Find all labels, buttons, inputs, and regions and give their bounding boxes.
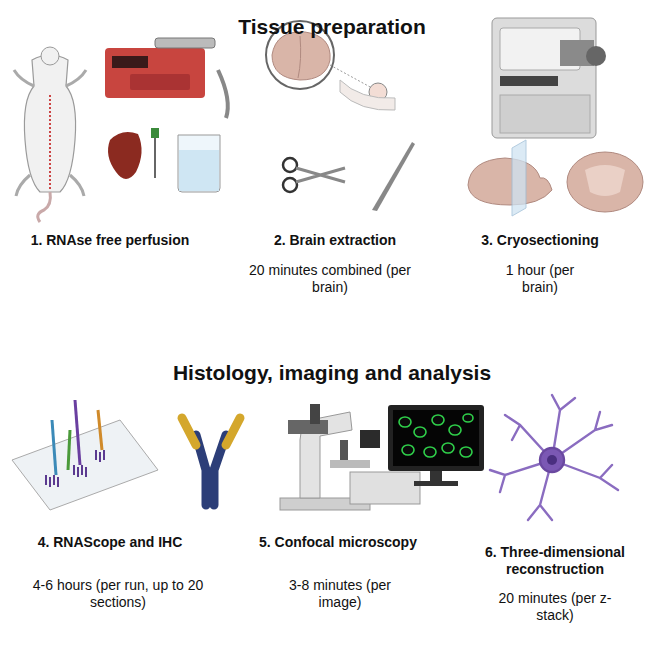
step-label: 3. Cryosectioning (481, 232, 598, 249)
section-heading: Histology, imaging and analysis (173, 360, 491, 385)
step-label: 6. Three-dimensional reconstruction (468, 544, 643, 578)
neuron (490, 395, 618, 520)
monitor (388, 405, 484, 486)
beaker (178, 135, 220, 192)
section-heading: Tissue preparation (238, 14, 426, 39)
rnascope-slide (12, 400, 158, 510)
antibody (182, 418, 240, 505)
brain-sections (468, 140, 643, 216)
controller-box (350, 472, 420, 504)
duration-note: 20 minutes combined (per brain) (248, 262, 413, 296)
duration-note: 4-6 hours (per run, up to 20 sections) (13, 577, 223, 611)
syringe-pump (105, 38, 215, 98)
step-label: 2. Brain extraction (274, 232, 396, 249)
forceps (372, 142, 415, 211)
scissors (283, 158, 345, 192)
duration-note: 3-8 minutes (per image) (285, 577, 395, 611)
cryostat (492, 18, 606, 138)
step-label: 4. RNAScope and IHC (38, 534, 183, 551)
tubing (218, 70, 228, 118)
duration-note: 20 minutes (per z-stack) (498, 590, 613, 624)
duration-note: 1 hour (per brain) (490, 262, 590, 296)
rat (14, 47, 86, 222)
liver (108, 132, 142, 179)
step-label: 5. Confocal microscopy (259, 534, 417, 551)
step-label: 1. RNAse free perfusion (31, 232, 190, 249)
